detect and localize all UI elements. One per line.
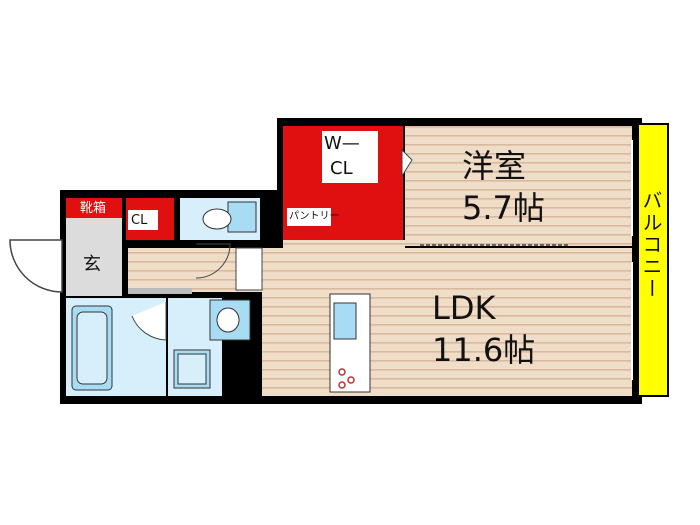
walk-in-closet-label-line1: W— (324, 133, 360, 154)
western-room-size: 5.7帖 (462, 189, 545, 227)
ldk-name: LDK (432, 289, 496, 327)
entry-door (9, 239, 63, 293)
ldk-size: 11.6帖 (432, 331, 536, 369)
ldk-floor (262, 248, 632, 396)
western-room-name: 洋室 (462, 147, 527, 185)
closet-label-box (128, 210, 158, 230)
walk-in-closet-label-line2: CL (330, 158, 353, 179)
washing-machine-inner (177, 353, 207, 385)
western-room-floor (405, 126, 632, 246)
toilet-bowl (202, 208, 232, 230)
toilet-door (195, 243, 231, 279)
stove-burner (347, 376, 355, 384)
walk-in-closet-label-box (322, 131, 378, 183)
closet-door (401, 148, 413, 178)
ldk-upper-floor (283, 240, 405, 250)
hallway-step (128, 288, 192, 294)
closet-label: CL (131, 213, 148, 228)
toilet-tank (227, 201, 257, 233)
washbasin-bowl (216, 307, 240, 333)
bathtub-inner (76, 311, 108, 385)
stove-burner (338, 381, 346, 389)
entry-label: 玄 (83, 254, 101, 275)
kitchen-sink (333, 302, 357, 340)
balcony-area (637, 123, 669, 397)
shoe-box (66, 198, 122, 218)
entry-floor (66, 218, 122, 296)
stove-burner (338, 368, 346, 376)
pantry-label-box (287, 208, 331, 226)
bathroom-door (131, 302, 167, 341)
hall-cabinet (235, 247, 263, 291)
pantry-label: パントリー (289, 211, 340, 222)
balcony-label: バルコニー (639, 190, 663, 300)
shoe-box-label: 靴箱 (80, 201, 107, 216)
